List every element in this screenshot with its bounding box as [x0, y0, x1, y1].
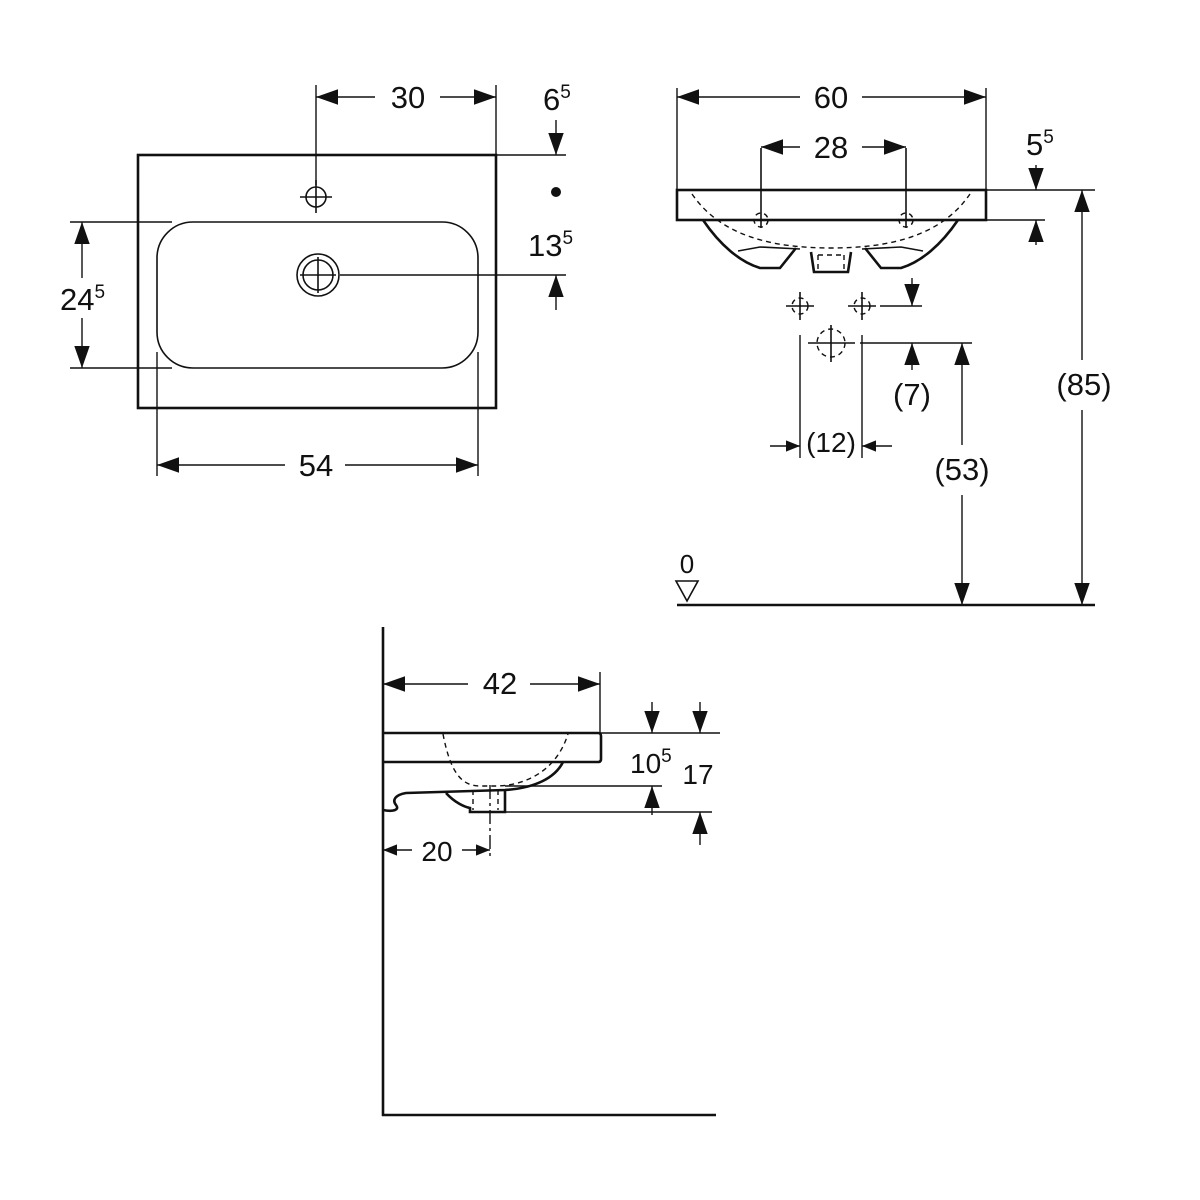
basin-outline: [136, 153, 498, 410]
reference-dot: [551, 187, 561, 197]
dim-trap-offset: (7): [893, 377, 931, 412]
dim-tap-to-drain: 135: [528, 228, 573, 263]
trap-outlet: [809, 251, 853, 274]
side-rim: [383, 731, 603, 764]
dim-bowl-width: 54: [299, 448, 333, 483]
floor-level-label: 0: [680, 549, 694, 579]
supply-left-icon: [786, 292, 814, 320]
dim-overall-width: 60: [814, 80, 848, 115]
bowl-right: [863, 219, 960, 270]
dim-rim-to-tap: 65: [543, 82, 571, 117]
waste-outlet-icon: [808, 325, 855, 362]
dim-bowl-depth: 245: [60, 282, 105, 317]
dim-total-depth: 17: [682, 759, 713, 790]
dim-rim-height: 55: [1026, 127, 1054, 162]
tap-hole-left-icon: [753, 148, 769, 228]
rim-outline: [675, 188, 988, 222]
dim-trap-width: (12): [806, 427, 856, 458]
dim-tap-spacing: 28: [814, 130, 848, 165]
side-body: [382, 761, 565, 813]
dim-drain-depth: 105: [630, 746, 672, 779]
dim-rim-height-floor: (85): [1056, 367, 1111, 402]
front-view: 60 28 55 (7) (12): [674, 80, 1112, 607]
dim-projection: 42: [483, 666, 517, 701]
supply-right-icon: [848, 292, 876, 320]
dim-drain-from-wall: 20: [421, 836, 452, 867]
dim-tap-offset: 30: [391, 80, 425, 115]
level-marker-icon: [674, 580, 700, 603]
side-view: 42 105 17 20: [381, 627, 720, 1117]
bowl-outline: [156, 221, 479, 369]
side-bowl-hidden: [442, 733, 569, 787]
bowl-hidden-line: [691, 193, 971, 249]
top-view: 30 65 135 245 54: [60, 80, 573, 483]
dim-trap-height: (53): [934, 452, 989, 487]
drain-icon: [296, 253, 340, 297]
tap-hole-right-icon: [898, 148, 914, 228]
tap-hole-icon: [300, 180, 332, 213]
bowl-left: [701, 219, 798, 270]
